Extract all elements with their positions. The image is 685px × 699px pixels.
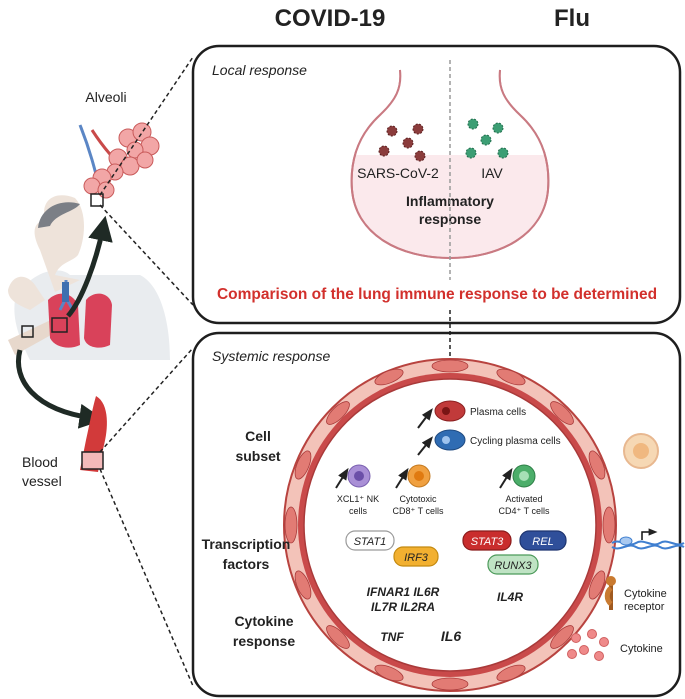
zoom-connectors	[99, 56, 194, 687]
column-header-flu: Flu	[554, 5, 590, 32]
blood-vessel-label-2: vessel	[22, 473, 62, 489]
inflammatory-response-label-2: response	[419, 211, 481, 227]
alveoli-label: Alveoli	[85, 89, 126, 105]
lung-zoom-box	[51, 317, 68, 333]
comparison-statement: Comparison of the lung immune response t…	[217, 286, 657, 303]
sars-cov-2-label: SARS-CoV-2	[357, 165, 439, 181]
iav-particles	[465, 118, 509, 159]
row-label-cell-1: Cell	[245, 428, 271, 444]
row-label-tf-1: Transcription	[202, 536, 291, 552]
cd4-cells-label-1: Activated	[505, 494, 542, 504]
cycling-up-arrow	[417, 436, 433, 456]
cd4-cell-nucleus	[519, 471, 529, 481]
legend-cytokine-label: Cytokine	[620, 643, 663, 655]
column-header-covid: COVID-19	[275, 5, 386, 32]
nk-up-arrow	[335, 467, 349, 489]
cd4-cells-label-2: CD4⁺ T cells	[499, 506, 550, 516]
blood-vessel-cross-section	[283, 358, 617, 692]
tf-pill-runx3	[487, 554, 539, 575]
cycling-plasma-cells-label: Cycling plasma cells	[470, 436, 561, 447]
cytokine-right-1: IL4R	[497, 590, 523, 604]
vessel-zoom-box	[81, 451, 104, 470]
cd8-cells-label-2: CD8⁺ T cells	[393, 506, 444, 516]
arrow-to-alveoli	[66, 215, 113, 318]
plasma-cells-label: Plasma cells	[470, 407, 526, 418]
systemic-response-title: Systemic response	[212, 348, 330, 364]
systemic-response-panel	[191, 331, 682, 698]
tf-stat1: STAT1	[354, 536, 387, 548]
cd8-cell-nucleus	[414, 471, 424, 481]
row-label-tf-2: factors	[223, 556, 270, 572]
cytokine-left-3: TNF	[380, 630, 404, 644]
blood-vessel-label-1: Blood	[22, 454, 58, 470]
row-label-cytokine-2: response	[233, 633, 295, 649]
legend-receptor-label-1: Cytokine	[624, 588, 667, 600]
legend-cell-nucleus	[633, 443, 649, 459]
tf-irf3: IRF3	[404, 552, 429, 564]
patient-illustration	[8, 195, 170, 360]
row-label-cell-2: subset	[235, 448, 280, 464]
tf-pill-stat3	[462, 530, 512, 551]
iav-label: IAV	[481, 165, 503, 181]
legend-dna-icon	[611, 528, 685, 550]
nk-cell-nucleus	[354, 471, 364, 481]
cytokine-dots-icon	[567, 629, 609, 661]
alveoli-zoom-box	[90, 193, 104, 207]
plasma-cell-nucleus	[442, 407, 450, 415]
plasma-up-arrow	[417, 408, 433, 429]
cytokine-left-2: IL7R IL2RA	[371, 600, 435, 614]
nk-cells-label-2: cells	[349, 506, 368, 516]
tf-stat3: STAT3	[471, 536, 504, 548]
tf-rel: REL	[532, 536, 553, 548]
legend-receptor-label-2: receptor	[624, 601, 665, 613]
cd8-up-arrow	[395, 467, 409, 489]
tf-pill-irf3	[393, 546, 439, 567]
cytokine-receptor-icon	[604, 576, 616, 610]
arm-zoom-box	[21, 325, 34, 338]
tf-runx3: RUNX3	[494, 560, 532, 572]
row-label-cytokine-1: Cytokine	[234, 613, 293, 629]
cd4-up-arrow	[499, 467, 513, 489]
nk-cells-label-1: XCL1⁺ NK	[337, 494, 379, 504]
sars-cov-2-particles	[378, 123, 426, 162]
cytokine-center: IL6	[441, 628, 461, 644]
cd8-cells-label-1: Cytotoxic	[399, 494, 437, 504]
local-response-title: Local response	[212, 62, 307, 78]
cytokine-left-1: IFNAR1 IL6R	[367, 585, 440, 599]
alveoli-illustration	[78, 122, 160, 199]
tf-pill-stat1	[345, 530, 395, 551]
arrow-to-vessel	[16, 349, 105, 429]
cycling-cell-nucleus	[442, 436, 450, 444]
tf-pill-rel	[519, 530, 567, 551]
